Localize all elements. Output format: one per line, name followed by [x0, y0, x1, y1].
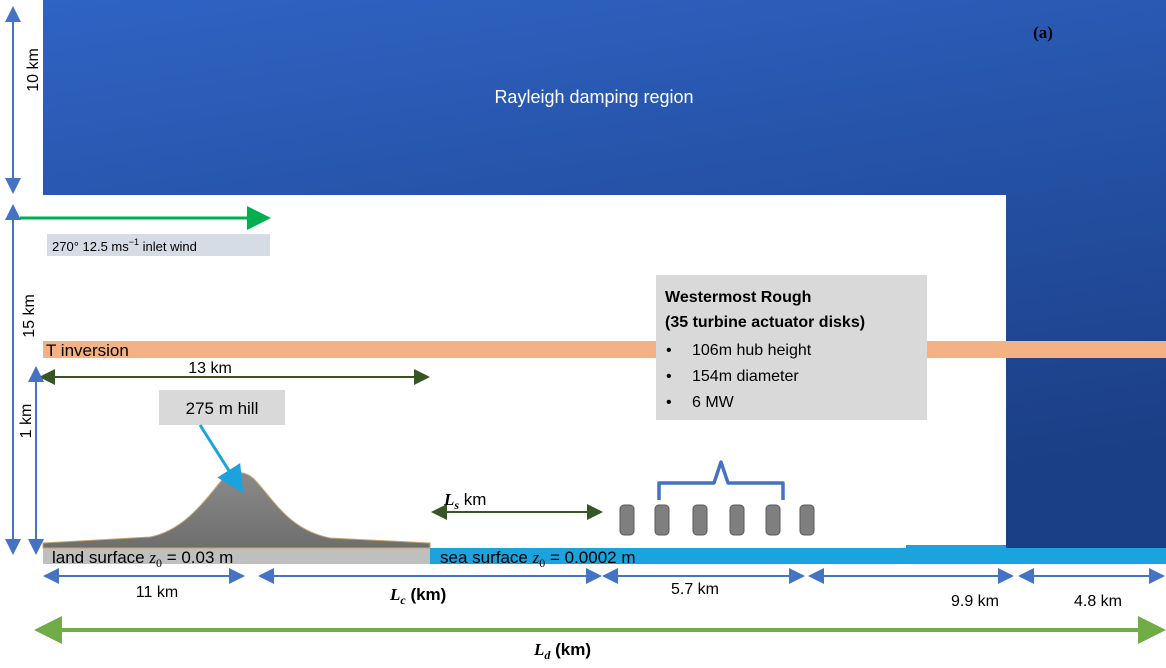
bullet-diameter: 154m diameter — [692, 368, 799, 385]
dim-ls-label: Ls km — [443, 490, 486, 512]
turbine — [729, 504, 745, 536]
hill-label: 275 m hill — [186, 399, 259, 418]
dim-11km-label: 11 km — [136, 584, 178, 601]
dim-5.7km-label: 5.7 km — [671, 581, 719, 598]
wind-farm-subtitle: (35 turbine actuator disks) — [665, 314, 865, 331]
turbine — [619, 504, 635, 536]
hill-label-box — [159, 390, 285, 425]
land-surface — [43, 548, 430, 564]
land-surface-label: land surface z0 = 0.03 m — [52, 548, 233, 570]
dim-15km-label: 15 km — [21, 294, 38, 338]
dim-10km-label: 10 km — [25, 48, 42, 92]
turbine-row — [619, 504, 815, 536]
bullet-glyph: • — [666, 342, 672, 359]
turbine — [765, 504, 781, 536]
dim-1km-label: 1 km — [18, 404, 35, 439]
dim-9.9km-label: 9.9 km — [951, 593, 999, 610]
inversion-label: T inversion — [46, 341, 129, 360]
bullet-hub-height: 106m hub height — [692, 342, 812, 359]
hill — [42, 472, 431, 549]
bullet-power: 6 MW — [692, 394, 735, 411]
turbine-bracket — [657, 460, 785, 500]
turbine — [692, 504, 708, 536]
wind-farm-box — [656, 275, 927, 420]
turbine — [799, 504, 815, 536]
damping-region-label: Rayleigh damping region — [494, 87, 693, 107]
inlet-wind-label: 270° 12.5 ms−1 inlet wind — [52, 237, 197, 254]
dim-4.8km-label: 4.8 km — [1074, 593, 1122, 610]
sea-surface — [430, 548, 1166, 564]
bullet-glyph: • — [666, 368, 672, 385]
dim-13km-label: 13 km — [188, 360, 232, 377]
wind-farm-bullets: • 106m hub height • 154m diameter • 6 MW — [666, 342, 812, 411]
inversion-band — [43, 341, 1166, 358]
sea-surface-notch — [906, 545, 1006, 549]
dim-ld-label: Ld (km) — [533, 640, 591, 662]
turbine — [654, 504, 670, 536]
dim-lc-label: Lc (km) — [389, 585, 446, 607]
panel-label: (a) — [1033, 23, 1053, 42]
wind-farm-title: Westermost Rough — [665, 289, 811, 306]
sea-surface-label: sea surface z0 = 0.0002 m — [440, 548, 636, 570]
bullet-glyph: • — [666, 394, 672, 411]
hill-pointer-arrow — [198, 424, 244, 494]
damping-region — [43, 0, 1166, 560]
inlet-wind-box — [47, 234, 270, 256]
